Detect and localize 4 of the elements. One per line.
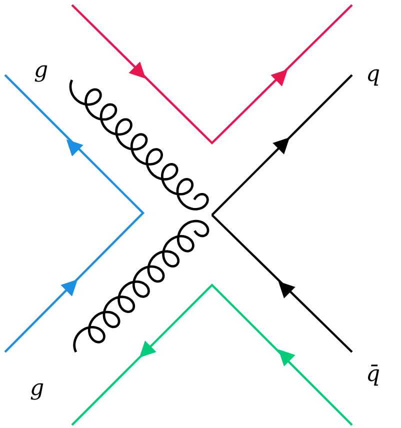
particle-label: q [366, 62, 380, 88]
particle-label: q̄ [366, 362, 380, 388]
particle-label: g [30, 376, 44, 402]
particle-label: g [34, 58, 48, 84]
